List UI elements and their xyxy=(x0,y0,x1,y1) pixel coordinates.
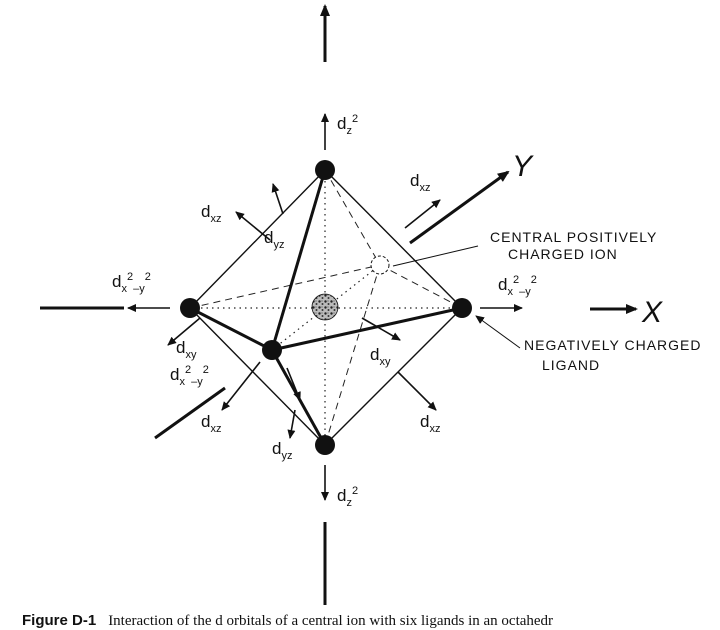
axes xyxy=(40,4,638,605)
orbital-arrows xyxy=(127,113,523,501)
ligands xyxy=(180,160,472,455)
ligand-right xyxy=(452,298,472,318)
label-dx2y2-left: dx2–y2 xyxy=(112,271,151,295)
label-dyz-lower: dyz xyxy=(272,439,292,462)
figure-number: Figure D-1 xyxy=(22,612,97,629)
ligand-back xyxy=(370,255,390,275)
central-ion xyxy=(311,293,339,321)
label-dxy-left: dxy xyxy=(176,338,197,361)
central-ion-label-line1: CENTRAL POSITIVELY xyxy=(490,229,657,245)
label-dxz-lower-right: dxz xyxy=(420,412,440,435)
octahedron-front-edges xyxy=(189,169,463,446)
y-axis-upper xyxy=(409,170,510,245)
ligand-bottom xyxy=(315,435,335,455)
ligand-label-line1: NEGATIVELY CHARGED xyxy=(524,337,701,353)
octahedron-back-edges xyxy=(189,169,463,446)
label-dx2y2-right: dx2–y2 xyxy=(498,274,537,298)
label-dxy-right: dxy xyxy=(370,345,391,368)
label-dyz-upper: dyz xyxy=(264,228,284,251)
label-dz2-bottom: dz2 xyxy=(337,485,358,509)
label-dxz-upper-right: dxz xyxy=(410,171,430,194)
label-dxz-lower-left: dxz xyxy=(201,412,221,435)
ligand-left xyxy=(180,298,200,318)
ligand-top xyxy=(315,160,335,180)
figure-caption: Figure D-1 Interaction of the d orbitals … xyxy=(22,612,720,630)
label-dz2-top: dz2 xyxy=(337,113,358,137)
axis-label-y: Y xyxy=(512,150,534,183)
orbital-labels: dz2 dz2 dxz dxz dxz dxz dyz dyz dxy dxy … xyxy=(112,113,537,509)
axis-label-x: X xyxy=(641,296,663,329)
caption-text: Interaction of the d orbitals of a centr… xyxy=(108,613,554,629)
label-dxz-upper-left: dxz xyxy=(201,202,221,225)
pointer-lines xyxy=(392,245,521,349)
label-dx2y2-lower: dx2–y2 xyxy=(170,364,209,388)
ligand-label-line2: LIGAND xyxy=(542,357,600,373)
central-ion-label-line2: CHARGED ION xyxy=(508,246,618,262)
ligand-front xyxy=(262,340,282,360)
y-axis-lower xyxy=(154,386,226,440)
